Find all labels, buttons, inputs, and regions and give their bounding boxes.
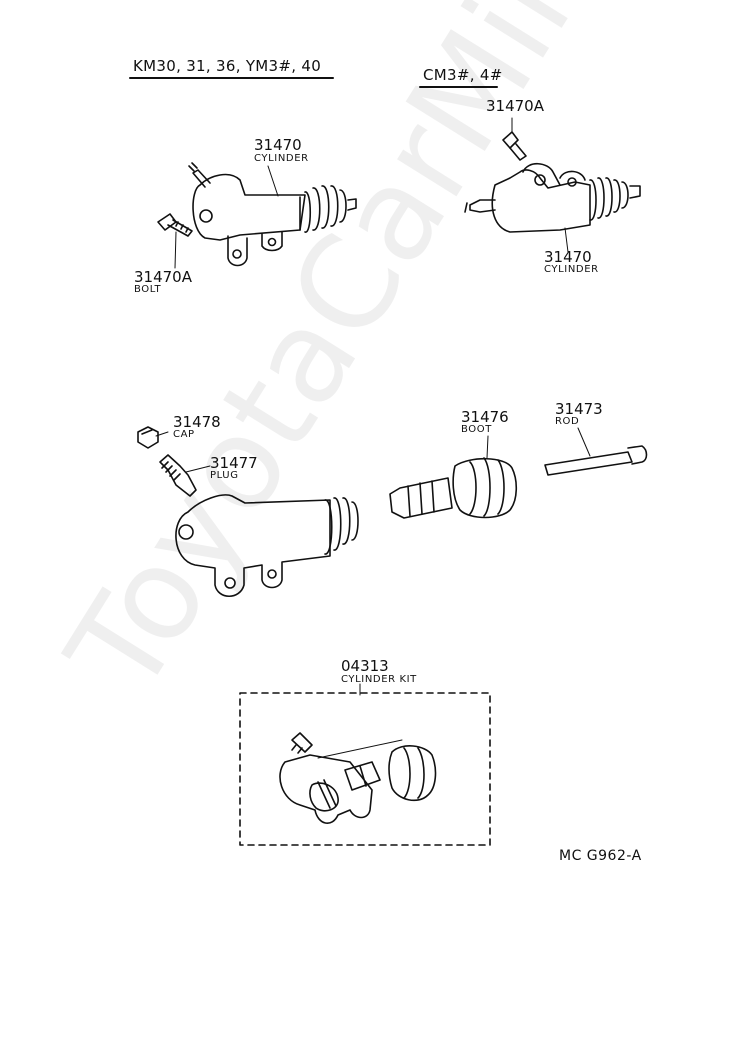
- cylinder-kit-drawing: [279, 732, 437, 824]
- figure-code: MC G962-A: [559, 848, 642, 864]
- cylinder-kit-box: [239, 692, 491, 846]
- left-bolt-label: BOLT: [134, 284, 162, 295]
- right-cylinder-number: 31470: [544, 248, 592, 266]
- boot-number: 31476: [461, 408, 509, 426]
- left-cylinder-drawing: [157, 162, 357, 267]
- left-model-header: KM30, 31, 36, YM3#, 40: [133, 57, 322, 75]
- plug-label: PLUG: [210, 470, 239, 481]
- right-cylinder-drawing: [464, 131, 641, 233]
- rod-drawing: [544, 445, 648, 476]
- right-model-header: CM3#, 4#: [423, 66, 503, 84]
- plug-number: 31477: [210, 454, 258, 472]
- right-bolt-number: 31470A: [486, 97, 544, 115]
- cap-number: 31478: [173, 413, 221, 431]
- middle-cylinder-drawing: [175, 494, 359, 598]
- left-bolt-number: 31470A: [134, 268, 192, 286]
- boot-drawing: [389, 457, 518, 519]
- rod-number: 31473: [555, 400, 603, 418]
- right-cylinder-label: CYLINDER: [544, 264, 599, 275]
- kit-label: CYLINDER KIT: [341, 674, 417, 685]
- left-cylinder-label: CYLINDER: [254, 153, 309, 164]
- cap-label: CAP: [173, 429, 195, 440]
- cap-drawing: [137, 426, 159, 449]
- left-cylinder-number: 31470: [254, 136, 302, 154]
- kit-number: 04313: [341, 657, 389, 675]
- boot-label: BOOT: [461, 424, 492, 435]
- rod-label: ROD: [555, 416, 580, 427]
- plug-drawing: [159, 454, 197, 497]
